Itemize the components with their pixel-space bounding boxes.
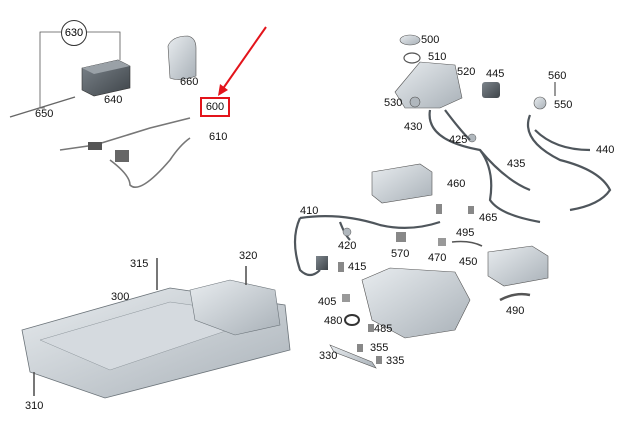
- label-420[interactable]: 420: [338, 240, 357, 252]
- part-440-harness: [526, 114, 612, 212]
- part-445-module: [482, 82, 500, 98]
- label-435[interactable]: 435: [507, 158, 526, 170]
- part-510-seal: [403, 52, 421, 64]
- part-450-line: [451, 240, 483, 247]
- highlight-arrow: [218, 26, 267, 96]
- part-520-housing: [394, 61, 463, 109]
- label-520[interactable]: 520: [457, 66, 476, 78]
- label-630[interactable]: 630: [61, 20, 87, 46]
- label-560[interactable]: 560: [548, 70, 567, 82]
- label-650[interactable]: 650: [35, 108, 54, 120]
- part-650-cable: [9, 96, 76, 118]
- label-570[interactable]: 570: [391, 248, 410, 260]
- label-310[interactable]: 310: [25, 400, 44, 412]
- label-320[interactable]: 320: [239, 250, 258, 262]
- label-640[interactable]: 640: [104, 94, 123, 106]
- label-610[interactable]: 610: [209, 131, 228, 143]
- part-430-harness: [428, 109, 541, 224]
- label-480[interactable]: 480: [324, 315, 343, 327]
- part-420-nut: [342, 227, 352, 237]
- label-470[interactable]: 470: [428, 252, 447, 264]
- part-410-connector: [316, 256, 328, 270]
- label-600-highlighted[interactable]: 600: [200, 97, 230, 117]
- part-660-cover: [167, 35, 197, 80]
- label-660[interactable]: 660: [180, 76, 199, 88]
- label-485[interactable]: 485: [374, 323, 393, 335]
- label-300[interactable]: 300: [111, 291, 130, 303]
- part-470-bracket: [438, 238, 446, 246]
- label-490[interactable]: 490: [506, 305, 525, 317]
- label-445[interactable]: 445: [486, 68, 505, 80]
- label-510[interactable]: 510: [428, 51, 447, 63]
- part-465-clip: [468, 206, 474, 214]
- label-425[interactable]: 425: [449, 134, 468, 146]
- drive-unit-block: [361, 267, 471, 339]
- part-600-plug: [88, 142, 102, 150]
- part-570-bracket: [396, 232, 406, 242]
- part-485-bolt: [368, 324, 374, 332]
- label-330[interactable]: 330: [319, 350, 338, 362]
- part-490-hose: [499, 292, 531, 302]
- part-480-clamp: [344, 314, 360, 326]
- label-430[interactable]: 430: [404, 121, 423, 133]
- label-530[interactable]: 530: [384, 97, 403, 109]
- part-405-bolt: [342, 294, 350, 302]
- onboard-module-upper: [371, 163, 433, 204]
- onboard-module-lower: [487, 245, 549, 287]
- label-405[interactable]: 405: [318, 296, 337, 308]
- part-460-sensor: [436, 204, 442, 214]
- part-600-cable: [59, 117, 191, 188]
- label-315[interactable]: 315: [130, 258, 149, 270]
- part-500-ring: [399, 34, 421, 46]
- label-465[interactable]: 465: [479, 212, 498, 224]
- label-495[interactable]: 495: [456, 227, 475, 239]
- part-415-screw: [338, 262, 344, 272]
- part-330-rail: [329, 344, 377, 369]
- label-440[interactable]: 440: [596, 144, 615, 156]
- label-410[interactable]: 410: [300, 205, 319, 217]
- part-610-connector: [115, 150, 129, 162]
- label-355[interactable]: 355: [370, 342, 389, 354]
- label-335[interactable]: 335: [386, 355, 405, 367]
- label-450[interactable]: 450: [459, 256, 478, 268]
- label-550[interactable]: 550: [554, 99, 573, 111]
- part-640-case: [81, 59, 131, 97]
- label-415[interactable]: 415: [348, 261, 367, 273]
- label-500[interactable]: 500: [421, 34, 440, 46]
- part-300-battery-tray: [21, 279, 291, 399]
- part-335-screw: [376, 356, 382, 364]
- label-460[interactable]: 460: [447, 178, 466, 190]
- part-530-cap: [409, 96, 421, 108]
- part-550-grommet: [533, 96, 547, 110]
- part-355-screw: [357, 344, 363, 352]
